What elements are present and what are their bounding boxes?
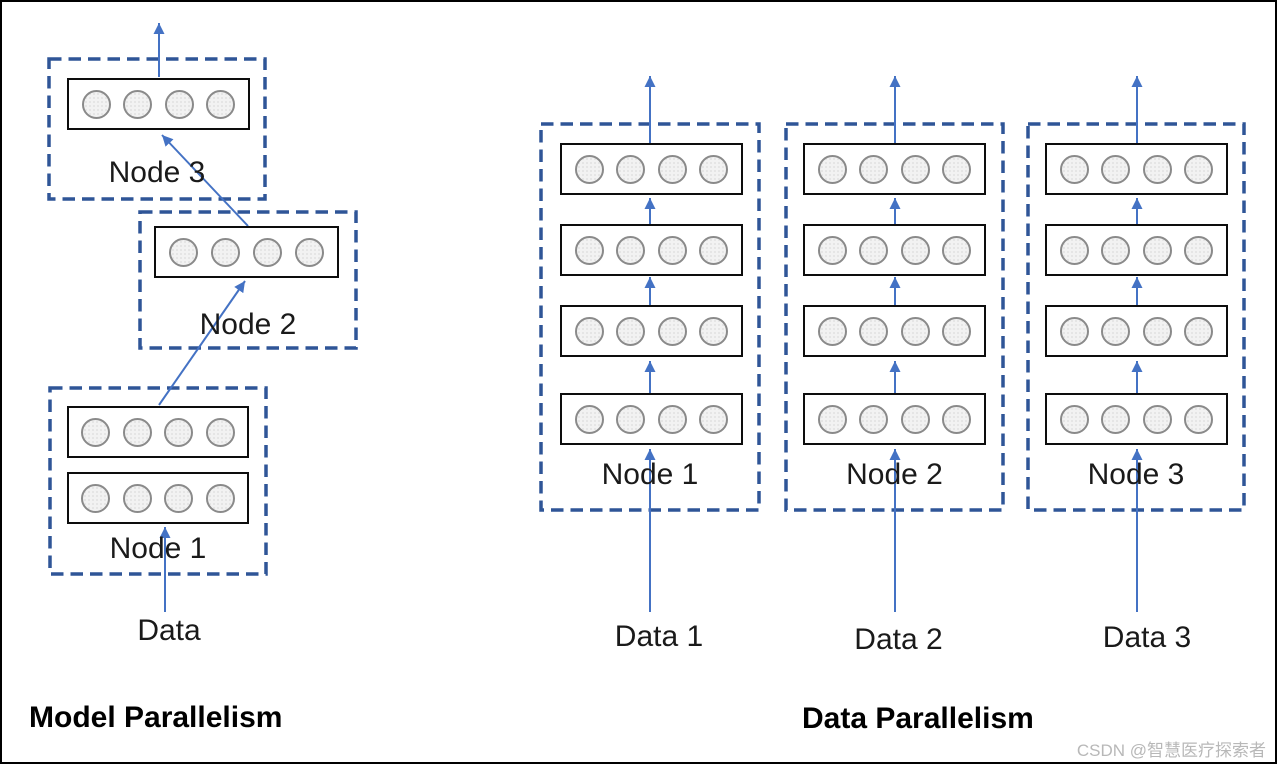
- mp-arrow-node2-to-node3: [161, 134, 249, 227]
- neuron-circle: [211, 237, 240, 267]
- neuron-circle: [900, 316, 930, 346]
- dp-node2-layer-4: [803, 143, 986, 195]
- neuron-circle: [253, 237, 282, 267]
- neuron-circle: [657, 235, 687, 265]
- neuron-circle: [164, 89, 194, 119]
- mp-node2-label: Node 2: [199, 308, 297, 341]
- mp-node1-box: [48, 386, 268, 576]
- neuron-circle: [1142, 404, 1172, 434]
- neuron-circle: [859, 154, 889, 184]
- mp-node3-layer: [67, 78, 250, 130]
- neuron-circle: [859, 404, 889, 434]
- neuron-circle: [859, 235, 889, 265]
- neuron-circle: [81, 483, 111, 513]
- neuron-circle: [942, 235, 972, 265]
- neuron-circle: [1059, 154, 1089, 184]
- dp-node1-layer-1: [560, 393, 743, 445]
- neuron-circle: [900, 235, 930, 265]
- neuron-circle: [122, 417, 152, 447]
- dp-node2-layer-1: [803, 393, 986, 445]
- data-parallelism-title: Data Parallelism: [802, 702, 1034, 735]
- neuron-circle: [817, 235, 847, 265]
- neuron-circle: [169, 237, 198, 267]
- neuron-circle: [81, 417, 111, 447]
- mp-node2-box: [138, 210, 358, 350]
- neuron-circle: [859, 316, 889, 346]
- neuron-circle: [942, 316, 972, 346]
- dp-data2-label: Data 2: [854, 623, 943, 656]
- neuron-circle: [900, 154, 930, 184]
- neuron-circle: [574, 404, 604, 434]
- neuron-circle: [657, 404, 687, 434]
- neuron-circle: [164, 417, 194, 447]
- mp-node1-layer-2: [67, 406, 249, 458]
- neuron-circle: [1101, 235, 1131, 265]
- dp-node3-layer-3: [1045, 224, 1228, 276]
- neuron-circle: [699, 154, 729, 184]
- neuron-circle: [817, 404, 847, 434]
- neuron-circle: [942, 404, 972, 434]
- dp-node1-layer-4: [560, 143, 743, 195]
- neuron-circle: [817, 154, 847, 184]
- mp-node3-label: Node 3: [108, 156, 206, 189]
- mp-node1-label: Node 1: [109, 532, 207, 565]
- neuron-circle: [295, 237, 324, 267]
- neuron-circle: [657, 154, 687, 184]
- neuron-circle: [616, 404, 646, 434]
- neuron-circle: [164, 483, 194, 513]
- neuron-circle: [616, 235, 646, 265]
- neuron-circle: [942, 154, 972, 184]
- neuron-circle: [205, 417, 235, 447]
- neuron-circle: [122, 483, 152, 513]
- neuron-circle: [574, 235, 604, 265]
- neuron-circle: [1059, 235, 1089, 265]
- neuron-circle: [699, 316, 729, 346]
- neuron-circle: [574, 154, 604, 184]
- mp-node2-layer: [154, 226, 339, 278]
- neuron-circle: [699, 235, 729, 265]
- mp-data-label: Data: [137, 614, 201, 647]
- neuron-circle: [1184, 154, 1214, 184]
- mp-node3-box: [47, 57, 267, 201]
- neuron-circle: [616, 154, 646, 184]
- dp-node3-label: Node 3: [1087, 458, 1185, 491]
- dp-data3-label: Data 3: [1102, 621, 1192, 654]
- neuron-circle: [206, 89, 236, 119]
- neuron-circle: [81, 89, 111, 119]
- neuron-circle: [123, 89, 153, 119]
- neuron-circle: [205, 483, 235, 513]
- neuron-circle: [817, 316, 847, 346]
- dp-node3-layer-4: [1045, 143, 1228, 195]
- neuron-circle: [900, 404, 930, 434]
- neuron-circle: [616, 316, 646, 346]
- neuron-circle: [1184, 316, 1214, 346]
- dp-node1-layer-3: [560, 224, 743, 276]
- dp-node2-layer-2: [803, 305, 986, 357]
- dp-node1-layer-2: [560, 305, 743, 357]
- dp-data1-label: Data 1: [614, 620, 704, 653]
- dp-node2-layer-3: [803, 224, 986, 276]
- neuron-circle: [1059, 404, 1089, 434]
- neuron-circle: [699, 404, 729, 434]
- neuron-circle: [657, 316, 687, 346]
- mp-node1-layer-1: [67, 472, 249, 524]
- dp-node3-layer-1: [1045, 393, 1228, 445]
- neuron-circle: [1142, 316, 1172, 346]
- neuron-circle: [1059, 316, 1089, 346]
- neuron-circle: [1101, 316, 1131, 346]
- dp-node3-layer-2: [1045, 305, 1228, 357]
- neuron-circle: [1142, 154, 1172, 184]
- mp-arrow-node1-to-node2: [158, 280, 246, 406]
- csdn-watermark: CSDN @智慧医疗探索者: [1076, 741, 1266, 760]
- neuron-circle: [1184, 404, 1214, 434]
- neuron-circle: [1142, 235, 1172, 265]
- neuron-circle: [1101, 404, 1131, 434]
- dp-node1-label: Node 1: [601, 458, 699, 491]
- neuron-circle: [1101, 154, 1131, 184]
- neuron-circle: [1184, 235, 1214, 265]
- neuron-circle: [574, 316, 604, 346]
- dp-node2-label: Node 2: [846, 458, 943, 491]
- model-parallelism-title: Model Parallelism: [29, 701, 283, 734]
